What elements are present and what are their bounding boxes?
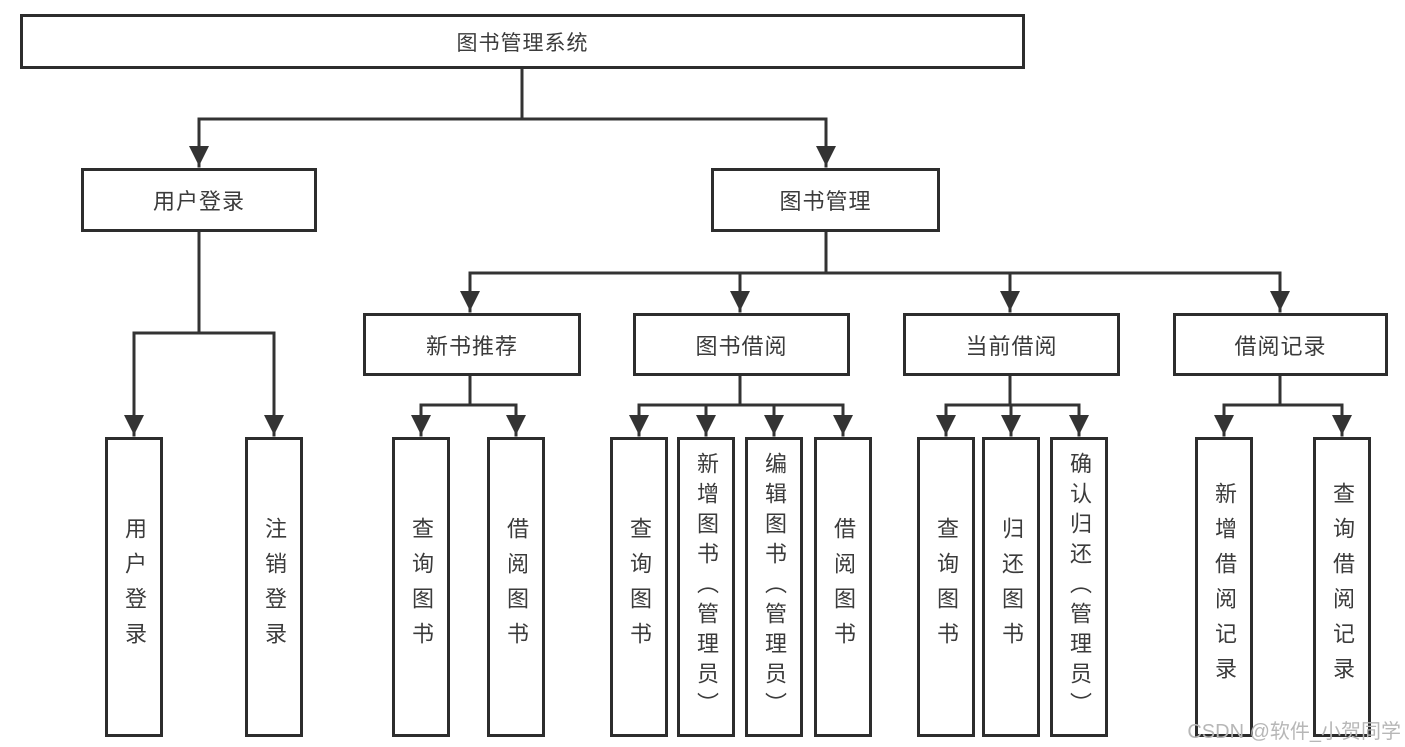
node-label: 图书借阅 [695,333,788,359]
node-label: 归还图书 [999,517,1024,657]
leaf-add-books-admin: 新增图书（管理员） [677,437,735,737]
leaf-confirm-return-admin: 确认归还（管理员） [1050,437,1108,737]
node-label: 图书管理系统 [456,31,589,55]
node-label: 查询图书 [627,517,652,657]
node-label: 当前借阅 [965,333,1058,359]
connector-bars [132,67,1344,407]
leaf-return-books: 归还图书 [982,437,1040,737]
leaf-query-books-1: 查询图书 [392,437,450,737]
node-label: 查询图书 [409,517,434,657]
node-label: 借阅图书 [831,517,856,657]
csdn-watermark: CSDN @软件_小贺同学 [1187,721,1401,743]
node-book-management: 图书管理 [711,168,940,232]
node-label: 新书推荐 [425,333,518,359]
leaf-edit-books-admin: 编辑图书（管理员） [745,437,803,737]
leaf-borrow-books-1: 借阅图书 [487,437,545,737]
leaf-borrow-books-2: 借阅图书 [814,437,872,737]
node-new-book-recommend: 新书推荐 [363,313,581,376]
node-label: 新增借阅记录 [1212,482,1237,692]
node-label: 注销登录 [262,517,287,657]
node-user-login: 用户登录 [81,168,317,232]
node-label: 确认归还（管理员） [1067,452,1092,722]
leaf-logout: 注销登录 [245,437,303,737]
node-borrowing-records: 借阅记录 [1173,313,1388,376]
node-label: 图书管理 [779,189,872,214]
node-label: 借阅记录 [1234,333,1327,359]
node-book-borrowing: 图书借阅 [633,313,850,376]
leaf-add-borrow-record: 新增借阅记录 [1195,437,1253,737]
node-label: 借阅图书 [504,517,529,657]
node-label: 新增图书（管理员） [694,452,719,722]
node-label: 编辑图书（管理员） [762,452,787,722]
connector-arrows [124,117,1352,437]
node-label: 查询借阅记录 [1330,482,1355,692]
node-label: 查询图书 [934,517,959,657]
node-label: 用户登录 [152,189,245,214]
leaf-query-borrow-record: 查询借阅记录 [1313,437,1371,737]
node-current-borrowing: 当前借阅 [903,313,1120,376]
node-library-system: 图书管理系统 [20,14,1025,69]
node-label: 用户登录 [122,517,147,657]
leaf-query-books-2: 查询图书 [610,437,668,737]
leaf-query-books-3: 查询图书 [917,437,975,737]
leaf-user-login: 用户登录 [105,437,163,737]
